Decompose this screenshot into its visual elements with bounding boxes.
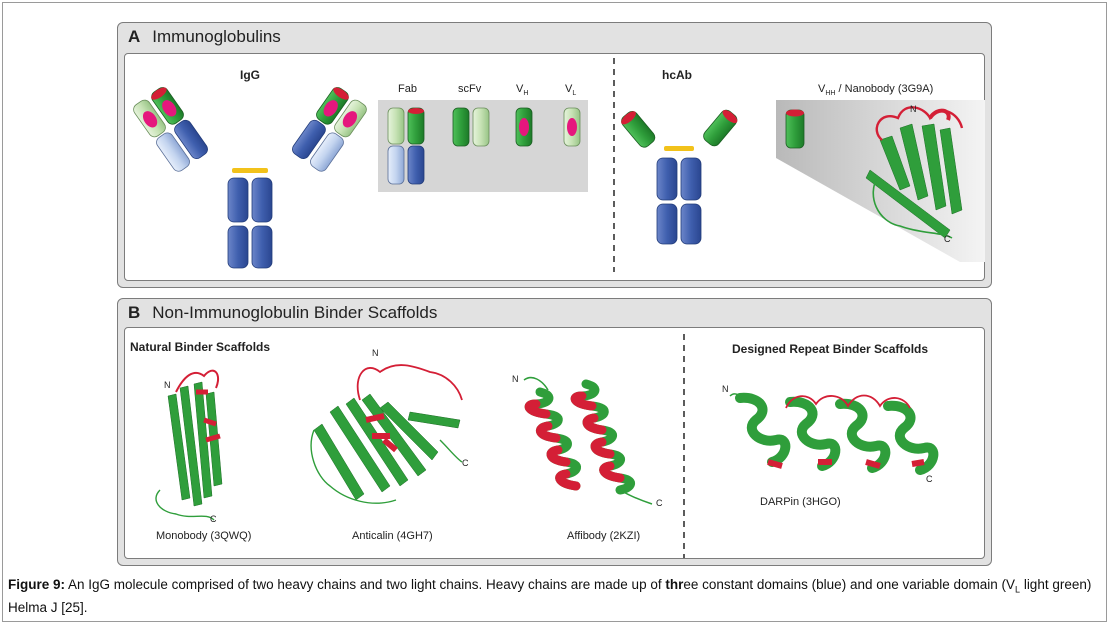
panel-b-content: [124, 327, 985, 559]
caption-text-3: light green) Helma J [25].: [8, 577, 1092, 615]
panel-a-heading: A Immunoglobulins: [128, 27, 281, 47]
caption-bold-word: thr: [665, 577, 684, 592]
designed-scaffolds-heading: Designed Repeat Binder Scaffolds: [732, 342, 929, 356]
darpin-structure: [729, 392, 939, 475]
vh-label: VH: [516, 83, 529, 98]
nanobody-label: VHH / Nanobody (3G9A): [818, 83, 934, 98]
panel-a-title: Immunoglobulins: [152, 27, 281, 46]
affibody-structure: [523, 376, 653, 505]
natural-scaffolds-heading: Natural Binder Scaffolds: [130, 340, 271, 354]
affibody-label: Affibody (2KZI): [567, 530, 641, 542]
anticalin-label: Anticalin (4GH7): [352, 530, 433, 542]
panel-a-letter: A: [128, 27, 141, 46]
anticalin-n-terminus: N: [372, 348, 379, 358]
anticalin-structure: [310, 364, 463, 504]
scfv-label: scFv: [458, 83, 482, 95]
darpin-label: DARPin (3HGO): [760, 496, 841, 508]
figure-caption: Figure 9: An IgG molecule comprised of t…: [8, 576, 1098, 617]
vl-label: VL: [565, 83, 577, 98]
fab-label: Fab: [398, 83, 417, 95]
antibody-fragments: [378, 100, 588, 192]
monobody-c-terminus: C: [210, 514, 217, 524]
panel-non-ig-scaffolds: B Non-Immunoglobulin Binder Scaffolds: [117, 298, 992, 566]
affibody-c-terminus: C: [656, 498, 663, 508]
caption-subscript: L: [1015, 584, 1021, 595]
nanobody-structure: [776, 100, 985, 262]
nanobody-n-terminus: N: [910, 104, 917, 114]
monobody-structure: [155, 369, 223, 521]
darpin-c-terminus: C: [926, 474, 933, 484]
igg-label: IgG: [240, 68, 260, 82]
igg-molecule: [133, 87, 367, 269]
nanobody-c-terminus: C: [944, 234, 951, 244]
monobody-label: Monobody (3QWQ): [156, 530, 252, 542]
affibody-n-terminus: N: [512, 374, 519, 384]
darpin-n-terminus: N: [722, 384, 729, 394]
anticalin-c-terminus: C: [462, 458, 469, 468]
caption-text-2: ee constant domains (blue) and one varia…: [683, 577, 1016, 592]
panel-b-heading: B Non-Immunoglobulin Binder Scaffolds: [128, 303, 437, 323]
caption-text-1: An IgG molecule comprised of two heavy c…: [65, 577, 666, 592]
monobody-n-terminus: N: [164, 380, 171, 390]
caption-figure-number: Figure 9:: [8, 577, 66, 592]
hcab-molecule: [621, 109, 738, 245]
hcab-label: hcAb: [662, 68, 692, 82]
panel-b-title: Non-Immunoglobulin Binder Scaffolds: [152, 303, 438, 322]
panel-b-letter: B: [128, 303, 141, 322]
